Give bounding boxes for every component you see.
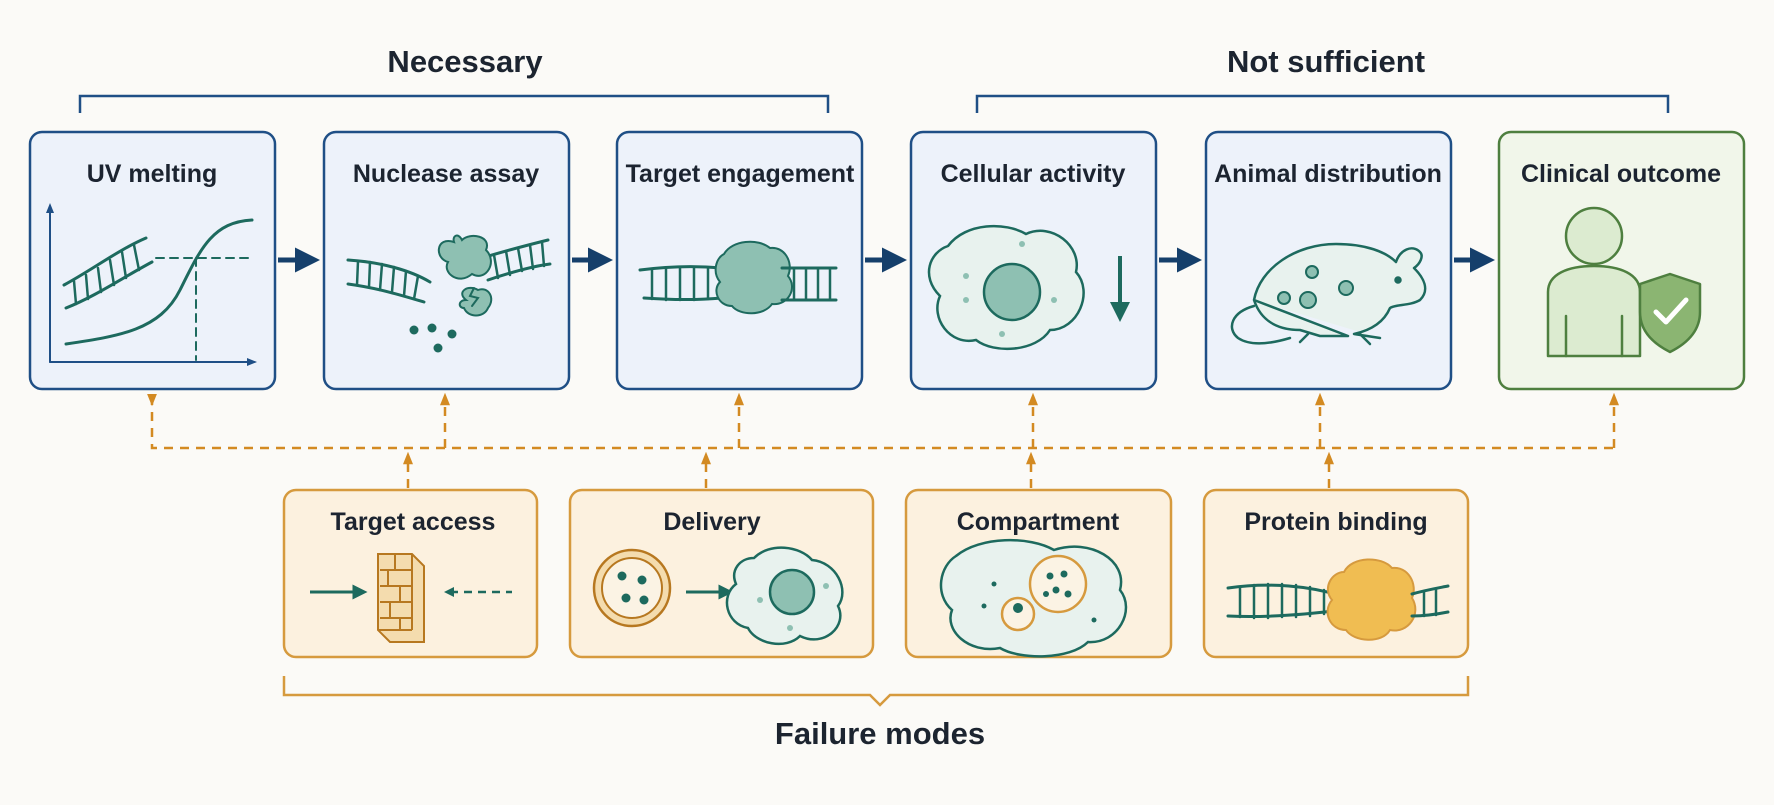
necessary-bracket	[78, 94, 830, 113]
endosome-trapped-icon	[939, 538, 1128, 658]
nuclease-cleavage-icon	[346, 234, 552, 353]
cell-knockdown-icon	[927, 224, 1130, 351]
failure-modes-bracket	[282, 676, 1470, 707]
step-label-cellular-activity: Cellular activity	[940, 160, 1126, 188]
failure-label-compartment: Compartment	[956, 508, 1120, 536]
blocked-wall-icon	[310, 553, 512, 643]
not-sufficient-bracket	[975, 94, 1670, 113]
target-binding-icon	[638, 240, 838, 315]
failure-label-target-access: Target access	[330, 508, 496, 536]
failure-feedback-network	[147, 392, 1619, 488]
group-label-failure-modes: Failure modes	[774, 716, 986, 751]
failure-label-protein-binding: Protein binding	[1244, 508, 1428, 536]
group-label-not-sufficient: Not sufficient	[1226, 44, 1426, 79]
step-label-uv-melting: UV melting	[86, 160, 218, 188]
step-label-nuclease-assay: Nuclease assay	[352, 160, 540, 188]
protein-bound-duplex-icon	[1226, 558, 1450, 641]
step-label-animal-distribution: Animal distribution	[1214, 160, 1442, 188]
step-label-target-engagement: Target engagement	[625, 160, 855, 188]
step-label-clinical-outcome: Clinical outcome	[1520, 160, 1722, 188]
melting-curve-icon	[46, 203, 257, 366]
group-label-necessary: Necessary	[387, 44, 543, 79]
step-box-uv-melting	[28, 130, 277, 391]
mouse-icon	[1230, 242, 1427, 346]
failure-label-delivery: Delivery	[663, 508, 761, 536]
nanoparticle-to-cell-icon	[592, 546, 844, 645]
patient-shield-icon	[1546, 206, 1702, 358]
